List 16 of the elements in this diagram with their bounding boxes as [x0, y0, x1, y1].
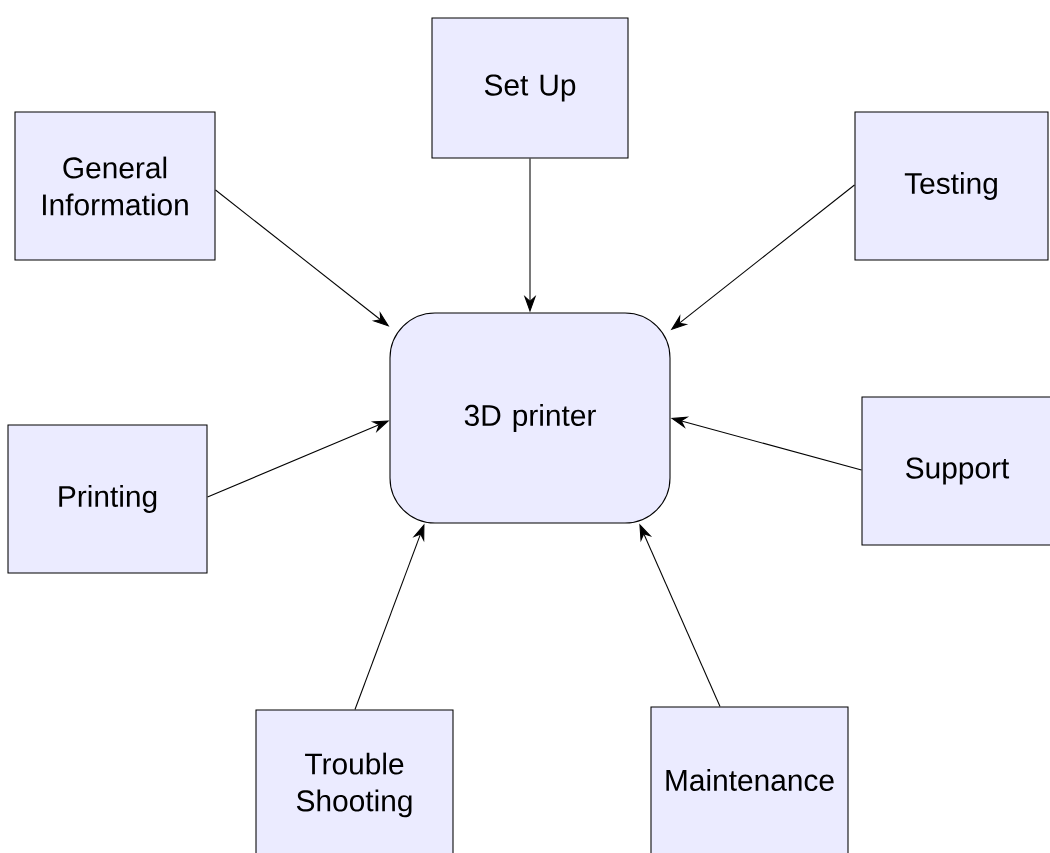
topic-box: [14, 111, 216, 261]
box-label: Set Up: [484, 74, 576, 102]
box-label: General Information: [43, 156, 188, 216]
box-label: Support: [906, 457, 1010, 485]
topic-box: [854, 111, 1049, 261]
box-label: Printing: [59, 485, 157, 513]
topic-box: [431, 17, 629, 159]
topic-box: [7, 424, 208, 574]
box-label: Trouble Shooting: [296, 752, 412, 818]
topic-box: [650, 706, 849, 853]
central-box: [389, 312, 671, 524]
topic-box: [255, 709, 454, 853]
box-label: Testing: [904, 172, 997, 200]
box-label: 3D printer: [464, 404, 596, 432]
box-label: Maintenance: [666, 769, 834, 791]
topic-box: [861, 396, 1050, 546]
